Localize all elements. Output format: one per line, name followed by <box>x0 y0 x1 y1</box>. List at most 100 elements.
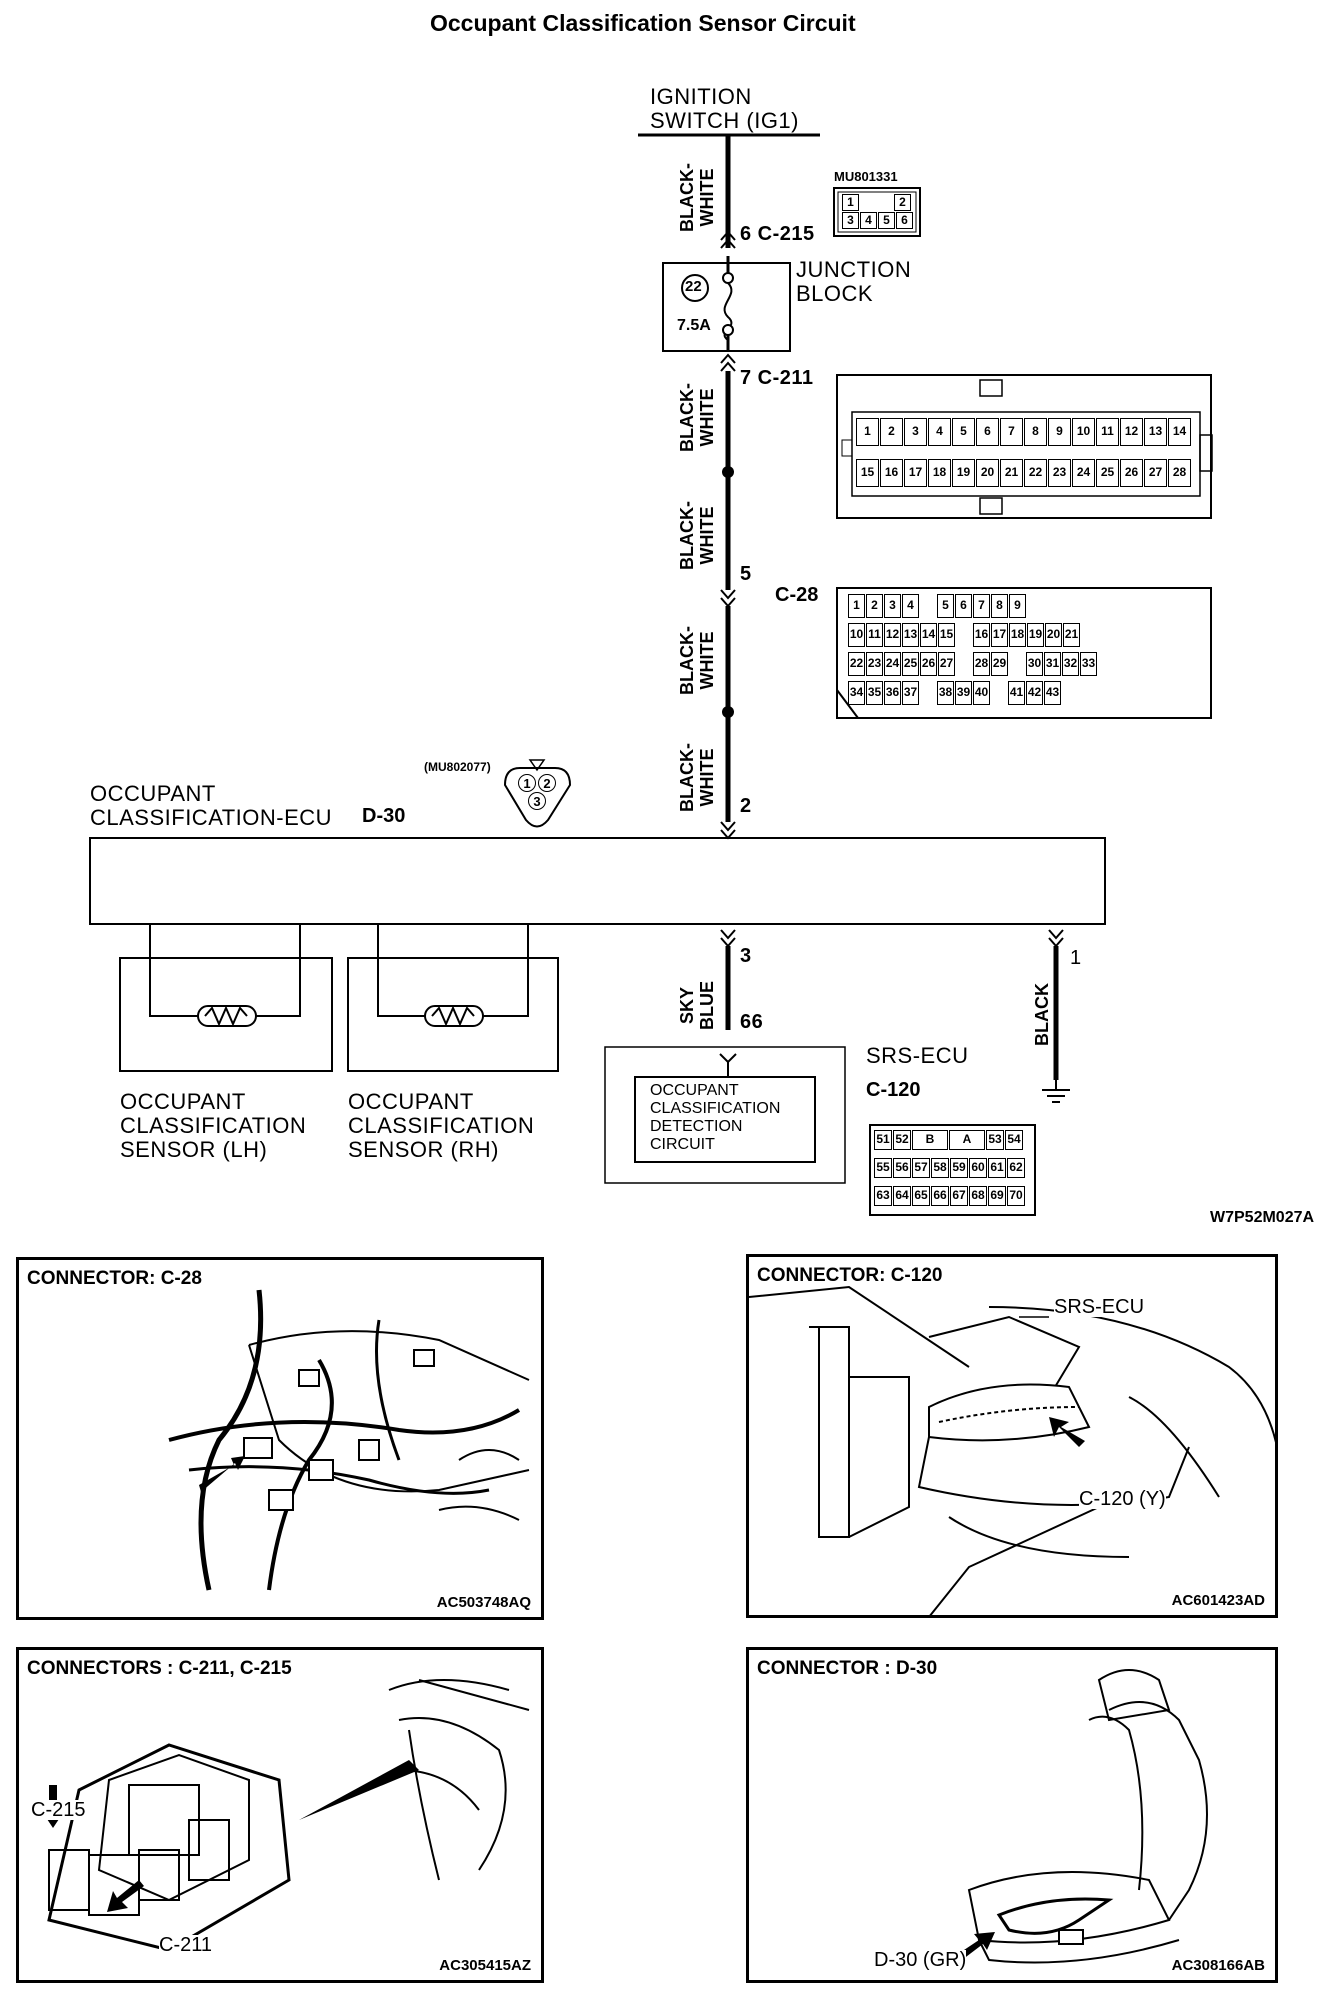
c120-pin: 61 <box>988 1158 1006 1178</box>
c120-pin: 64 <box>893 1186 911 1206</box>
c211-chevron <box>720 353 736 372</box>
pin-label-d30-1: 1 <box>1070 947 1082 969</box>
c211-pin: 12 <box>1120 418 1143 446</box>
wire-color-label-5: BLACK-WHITE <box>677 743 717 812</box>
connector-c120-face <box>869 1124 1036 1216</box>
c28-pin: 42 <box>1026 681 1043 705</box>
c211-pin: 18 <box>928 459 951 487</box>
c211-pin: 3 <box>904 418 927 446</box>
sensor-rh-box <box>347 957 559 1072</box>
c28-pin: 11 <box>866 623 883 647</box>
c28-pin: 31 <box>1044 652 1061 676</box>
d30-pin3-chevron <box>720 929 736 948</box>
fuse-terminal-bottom <box>722 324 734 336</box>
c28-pin: 27 <box>938 652 955 676</box>
c28-pin: 9 <box>1009 594 1026 618</box>
c211-pin: 14 <box>1168 418 1191 446</box>
arrow-icon <box>199 1456 245 1492</box>
c120-pin: 57 <box>912 1158 930 1178</box>
c28-pin: 18 <box>1009 623 1026 647</box>
c28-pin: 34 <box>848 681 865 705</box>
c120-pin: 58 <box>931 1158 949 1178</box>
splice-2 <box>722 706 734 718</box>
c120-pin: 67 <box>950 1186 968 1206</box>
c211-pin: 26 <box>1120 459 1143 487</box>
c215-chevron <box>720 230 736 249</box>
ecu-box <box>89 837 1106 925</box>
c28-pin: 39 <box>955 681 972 705</box>
panel-connector-c28: CONNECTOR: C-28 AC503748AQ <box>16 1257 544 1620</box>
wire-color-label-4: BLACK-WHITE <box>677 626 717 695</box>
fuse-rating: 7.5A <box>677 317 711 334</box>
c211-pin: 22 <box>1024 459 1047 487</box>
c28-pin: 8 <box>991 594 1008 618</box>
panel-c120-ref: AC601423AD <box>1171 1592 1265 1609</box>
connector-c211-face <box>836 374 1213 519</box>
fuse-number-circle <box>681 274 709 302</box>
c28-pin: 25 <box>902 652 919 676</box>
d30-pin: 2 <box>538 774 556 792</box>
c28-pin: 32 <box>1062 652 1079 676</box>
dashboard-wiring-illustration <box>168 1289 530 1591</box>
pin-label-c215: 6 C-215 <box>740 223 815 245</box>
c28-pin: 36 <box>884 681 901 705</box>
c211-pin: 10 <box>1072 418 1095 446</box>
arrow-icon <box>107 1880 144 1912</box>
c215-pin: 1 <box>842 194 859 211</box>
srs-ecu-body <box>928 1383 1091 1442</box>
c28-pin: 3 <box>884 594 901 618</box>
c211-pin: 7 <box>1000 418 1023 446</box>
c28-pin: 35 <box>866 681 883 705</box>
panel-c120-srs-label: SRS-ECU <box>1054 1296 1145 1318</box>
c28-pin: 5 <box>937 594 954 618</box>
d30-pin1-chevron <box>1048 929 1064 948</box>
diagram-title: Occupant Classification Sensor Circuit <box>430 10 856 36</box>
c28-pin: 30 <box>1026 652 1043 676</box>
sensor-lh-box <box>119 957 333 1072</box>
c28-pin: 13 <box>902 623 919 647</box>
c28-pin: 33 <box>1080 652 1097 676</box>
c211-pin: 5 <box>952 418 975 446</box>
c211-pin: 16 <box>880 459 903 487</box>
c120-pin: 55 <box>874 1158 892 1178</box>
d30-part-number: (MU802077) <box>424 760 491 774</box>
wire-color-label-3: BLACK-WHITE <box>677 501 717 570</box>
c120-pin: 52 <box>893 1130 911 1150</box>
c28-pin: 14 <box>920 623 937 647</box>
panel-c120-title: CONNECTOR: C-120 <box>757 1265 943 1286</box>
c28-pin: 43 <box>1044 681 1061 705</box>
c28-pin: 12 <box>884 623 901 647</box>
c211-pin: 13 <box>1144 418 1167 446</box>
c120-pin: 54 <box>1005 1130 1023 1150</box>
c211-pin: 11 <box>1096 418 1119 446</box>
panel-d30-ref: AC308166AB <box>1171 1957 1265 1974</box>
c120-pin: 56 <box>893 1158 911 1178</box>
c28-pin: 17 <box>991 623 1008 647</box>
c120-pin: 68 <box>969 1186 987 1206</box>
wire-color-label-black: BLACK <box>1032 983 1052 1046</box>
panel-callout-d30: D-30 (GR) <box>874 1949 967 1971</box>
c28-pin: 4 <box>902 594 919 618</box>
c211-pin: 25 <box>1096 459 1119 487</box>
c211-pin: 4 <box>928 418 951 446</box>
c120-pin: 62 <box>1007 1158 1025 1178</box>
c120-pin: 66 <box>931 1186 949 1206</box>
c211-pin: 17 <box>904 459 927 487</box>
c215-pin: 4 <box>860 212 877 229</box>
ignition-switch-label: IGNITION SWITCH (IG1) <box>650 84 799 133</box>
c211-pin: 21 <box>1000 459 1023 487</box>
seat-illustration <box>949 1669 1208 1966</box>
srs-circuit-box <box>634 1076 816 1163</box>
pin-label-srs-66: 66 <box>740 1011 764 1033</box>
c28-pin: 38 <box>937 681 954 705</box>
wire-color-label-2: BLACK-WHITE <box>677 383 717 452</box>
c120-pin: 59 <box>950 1158 968 1178</box>
